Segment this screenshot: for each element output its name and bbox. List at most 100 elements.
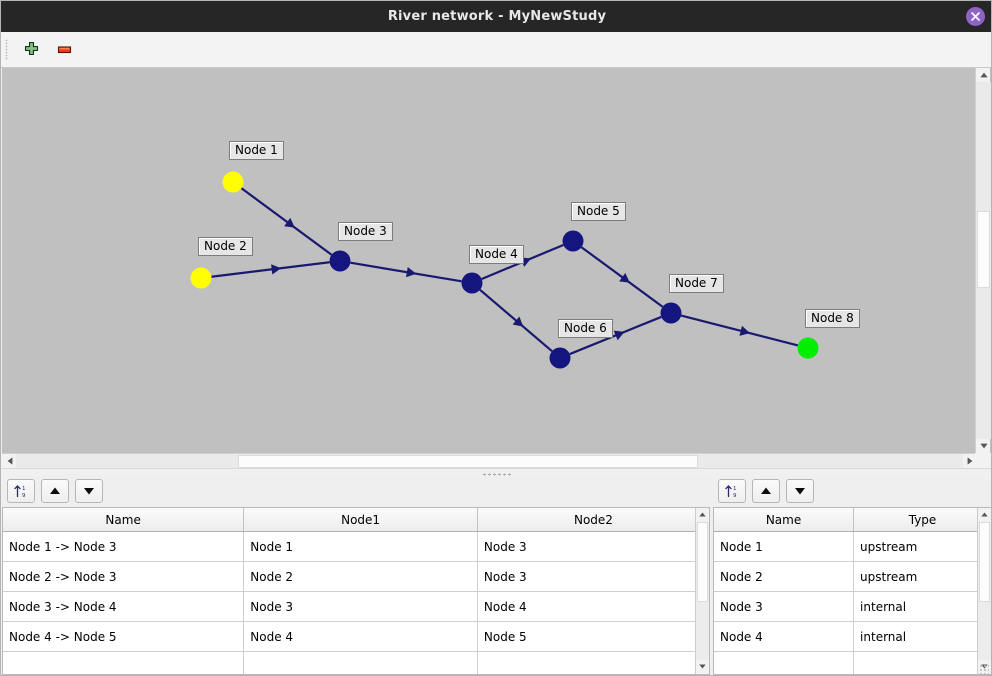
close-icon[interactable] xyxy=(966,7,985,26)
cell-name[interactable]: Node 1 xyxy=(714,531,855,562)
cell-name[interactable]: Node 4 -> Node 5 xyxy=(3,621,245,652)
move-up-button[interactable] xyxy=(41,479,69,503)
horizontal-splitter[interactable] xyxy=(2,468,991,477)
graph-vertical-scrollbar[interactable] xyxy=(975,68,991,453)
cell-name[interactable]: Node 3 -> Node 4 xyxy=(3,591,245,622)
cell-node2[interactable]: Node 4 xyxy=(477,591,709,622)
column-header-name[interactable]: Name xyxy=(714,508,855,532)
cell-type[interactable]: internal xyxy=(853,621,991,652)
graph-node-node8[interactable] xyxy=(797,337,819,359)
graph-node-label-node1[interactable]: Node 1 xyxy=(229,141,284,160)
edge-Node6-Node7[interactable] xyxy=(569,315,662,356)
nodes-move-up-button[interactable] xyxy=(752,479,780,503)
graph-node-label-node8[interactable]: Node 8 xyxy=(805,309,860,328)
cell-name[interactable]: Node 2 xyxy=(714,561,855,592)
graph-node-label-node6[interactable]: Node 6 xyxy=(558,319,613,338)
graph-node-node6[interactable] xyxy=(549,347,571,369)
graph-hscroll-track[interactable] xyxy=(16,454,963,469)
cell-type[interactable]: upstream xyxy=(853,561,991,592)
graph-horizontal-scrollbar[interactable] xyxy=(2,453,977,469)
cell-node2[interactable]: Node 3 xyxy=(477,531,709,562)
sort-ascending-icon[interactable]: 1 9 xyxy=(7,479,35,503)
cell-node1[interactable]: Node 1 xyxy=(243,531,478,562)
nodes-vscroll-track[interactable] xyxy=(978,522,991,660)
cell-type[interactable]: internal xyxy=(853,591,991,622)
column-header-node2[interactable]: Node2 xyxy=(477,508,709,532)
reaches-scroll-down-icon[interactable] xyxy=(696,660,709,674)
graph-vscroll-track[interactable] xyxy=(976,82,991,439)
cell-node2[interactable]: Node 5 xyxy=(477,621,709,652)
graph-node-label-node3[interactable]: Node 3 xyxy=(338,222,393,241)
nodes-table-row[interactable] xyxy=(714,651,991,674)
network-graph[interactable] xyxy=(2,68,977,453)
graph-node-node5[interactable] xyxy=(562,230,584,252)
column-header-name[interactable]: Name xyxy=(3,508,245,532)
cell-type[interactable] xyxy=(853,651,991,674)
graph-node-label-node2[interactable]: Node 2 xyxy=(198,237,253,256)
nodes-vscroll-thumb[interactable] xyxy=(979,522,990,602)
cell-name[interactable]: Node 3 xyxy=(714,591,855,622)
cell-type[interactable]: upstream xyxy=(853,531,991,562)
cell-node1[interactable]: Node 4 xyxy=(243,621,478,652)
reaches-vscroll-track[interactable] xyxy=(696,522,709,660)
add-plus-icon[interactable] xyxy=(18,39,44,61)
graph-node-label-node4[interactable]: Node 4 xyxy=(469,245,524,264)
cell-node1[interactable]: Node 3 xyxy=(243,591,478,622)
graph-node-node7[interactable] xyxy=(660,302,682,324)
window-title: River network - MyNewStudy xyxy=(387,9,607,24)
column-header-node1[interactable]: Node1 xyxy=(243,508,478,532)
cell-name[interactable]: Node 4 xyxy=(714,621,855,652)
graph-node-node1[interactable] xyxy=(222,171,244,193)
reaches-vertical-scrollbar[interactable] xyxy=(695,508,709,674)
edge-Node5-Node7[interactable] xyxy=(580,246,664,308)
cell-name[interactable] xyxy=(714,651,855,674)
scroll-right-icon[interactable] xyxy=(962,454,977,468)
edge-Node2-Node3[interactable] xyxy=(211,261,330,278)
nodes-sort-ascending-icon[interactable]: 1 9 xyxy=(718,479,746,503)
reaches-table-row[interactable] xyxy=(3,651,709,674)
graph-node-label-node7[interactable]: Node 7 xyxy=(669,274,724,293)
scroll-left-icon[interactable] xyxy=(2,454,17,468)
cell-node1[interactable] xyxy=(243,651,478,674)
cell-name[interactable]: Node 2 -> Node 3 xyxy=(3,561,245,592)
cell-node2[interactable]: Node 3 xyxy=(477,561,709,592)
reaches-vscroll-thumb[interactable] xyxy=(697,522,708,602)
graph-vscroll-thumb[interactable] xyxy=(977,211,990,288)
edge-Node3-Node4[interactable] xyxy=(350,261,462,283)
graph-node-node2[interactable] xyxy=(190,267,212,289)
graph-hscroll-thumb[interactable] xyxy=(238,455,698,468)
edge-Node1-Node3[interactable] xyxy=(240,187,333,256)
cell-name[interactable] xyxy=(3,651,245,674)
cell-node2[interactable] xyxy=(477,651,709,674)
edge-Node7-Node8[interactable] xyxy=(680,314,799,347)
scroll-up-icon[interactable] xyxy=(976,68,991,82)
window-resize-grip[interactable] xyxy=(979,664,989,674)
remove-minus-icon[interactable] xyxy=(51,39,77,61)
nodes-move-down-button[interactable] xyxy=(786,479,814,503)
nodes-scroll-up-icon[interactable] xyxy=(978,508,991,522)
river-network-canvas[interactable]: Node 1 Node 2 Node 3 Node 4 Node 5 Node 6 Node… xyxy=(2,68,991,453)
scroll-down-icon[interactable] xyxy=(976,439,991,453)
cell-name[interactable]: Node 1 -> Node 3 xyxy=(3,531,245,562)
graph-node-label-node5[interactable]: Node 5 xyxy=(571,202,626,221)
column-header-type[interactable]: Type xyxy=(853,508,991,532)
nodes-vertical-scrollbar[interactable] xyxy=(977,508,991,674)
reaches-scroll-up-icon[interactable] xyxy=(696,508,709,522)
graph-node-node4[interactable] xyxy=(461,272,483,294)
cell-node1[interactable]: Node 2 xyxy=(243,561,478,592)
toolbar-grip[interactable] xyxy=(5,39,8,61)
graph-node-node3[interactable] xyxy=(329,250,351,272)
move-down-button[interactable] xyxy=(75,479,103,503)
